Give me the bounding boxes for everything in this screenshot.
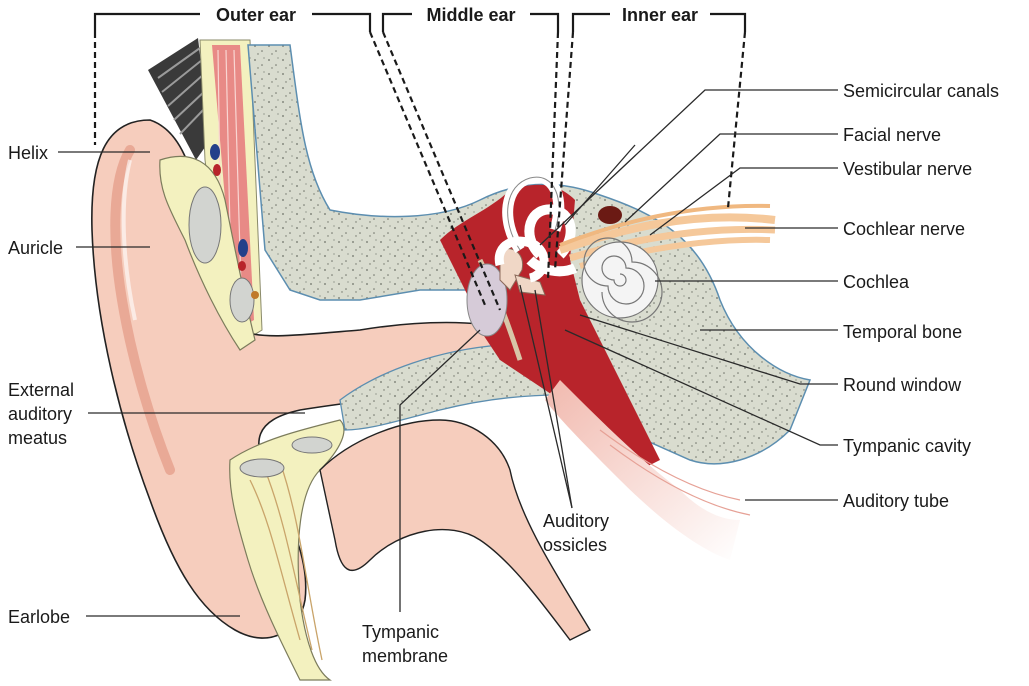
label-round-window: Round window	[579, 314, 962, 395]
svg-text:Facial nerve: Facial nerve	[843, 125, 941, 145]
outer-ear-header: Outer ear	[216, 5, 296, 25]
svg-text:Vestibular nerve: Vestibular nerve	[843, 159, 972, 179]
label-vestibular-nerve: Vestibular nerve	[649, 159, 972, 236]
label-facial-nerve: Facial nerve	[624, 125, 941, 223]
svg-text:Cochlear nerve: Cochlear nerve	[843, 219, 965, 239]
svg-text:Tympanic: Tympanic	[362, 622, 439, 642]
label-tympanic-membrane: Tympanic membrane	[362, 329, 481, 666]
middle-ear-header: Middle ear	[426, 5, 515, 25]
middle-ear-bracket	[381, 12, 560, 311]
svg-text:ossicles: ossicles	[543, 535, 607, 555]
semicircular-canals-shape	[494, 171, 578, 283]
scalp-layers	[199, 39, 263, 351]
label-auditory-tube: Auditory tube	[745, 491, 949, 511]
svg-text:auditory: auditory	[8, 404, 72, 424]
svg-text:Auricle: Auricle	[8, 238, 63, 258]
label-auricle: Auricle	[8, 238, 150, 258]
svg-text:Semicircular canals: Semicircular canals	[843, 81, 999, 101]
svg-text:Cochlea: Cochlea	[843, 272, 910, 292]
svg-text:Auditory: Auditory	[543, 511, 609, 531]
svg-text:Auditory tube: Auditory tube	[843, 491, 949, 511]
hair	[148, 38, 210, 160]
label-cochlear-nerve: Cochlear nerve	[745, 219, 965, 239]
svg-text:Helix: Helix	[8, 143, 48, 163]
label-earlobe: Earlobe	[8, 607, 240, 627]
tympanic-membrane-shape	[466, 263, 508, 337]
svg-text:membrane: membrane	[362, 646, 448, 666]
lower-soft-tissue	[319, 419, 591, 641]
label-semicircular-canals: Semicircular canals	[539, 81, 999, 246]
label-auditory-ossicles: Auditory ossicles	[519, 284, 609, 555]
svg-text:External: External	[8, 380, 74, 400]
svg-text:meatus: meatus	[8, 428, 67, 448]
ossicles-shape	[499, 248, 546, 296]
label-helix: Helix	[8, 143, 150, 163]
label-cochlea: Cochlea	[655, 272, 910, 292]
svg-text:Round window: Round window	[843, 375, 962, 395]
outer-ear-bracket	[93, 12, 487, 306]
inner-ear-header: Inner ear	[622, 5, 698, 25]
auditory-tube-shape	[545, 380, 751, 560]
cochlea-shape	[581, 237, 663, 323]
label-tympanic-cavity: Tympanic cavity	[564, 329, 971, 456]
lower-canal-tissue	[229, 419, 345, 681]
auricle-cartilage	[159, 144, 259, 351]
svg-text:Earlobe: Earlobe	[8, 607, 70, 627]
label-temporal-bone: Temporal bone	[700, 322, 962, 342]
label-external-auditory-meatus: External auditory meatus	[8, 380, 305, 448]
svg-text:Tympanic cavity: Tympanic cavity	[843, 436, 971, 456]
svg-text:Temporal bone: Temporal bone	[843, 322, 962, 342]
inner-ear-bracket	[553, 12, 747, 271]
